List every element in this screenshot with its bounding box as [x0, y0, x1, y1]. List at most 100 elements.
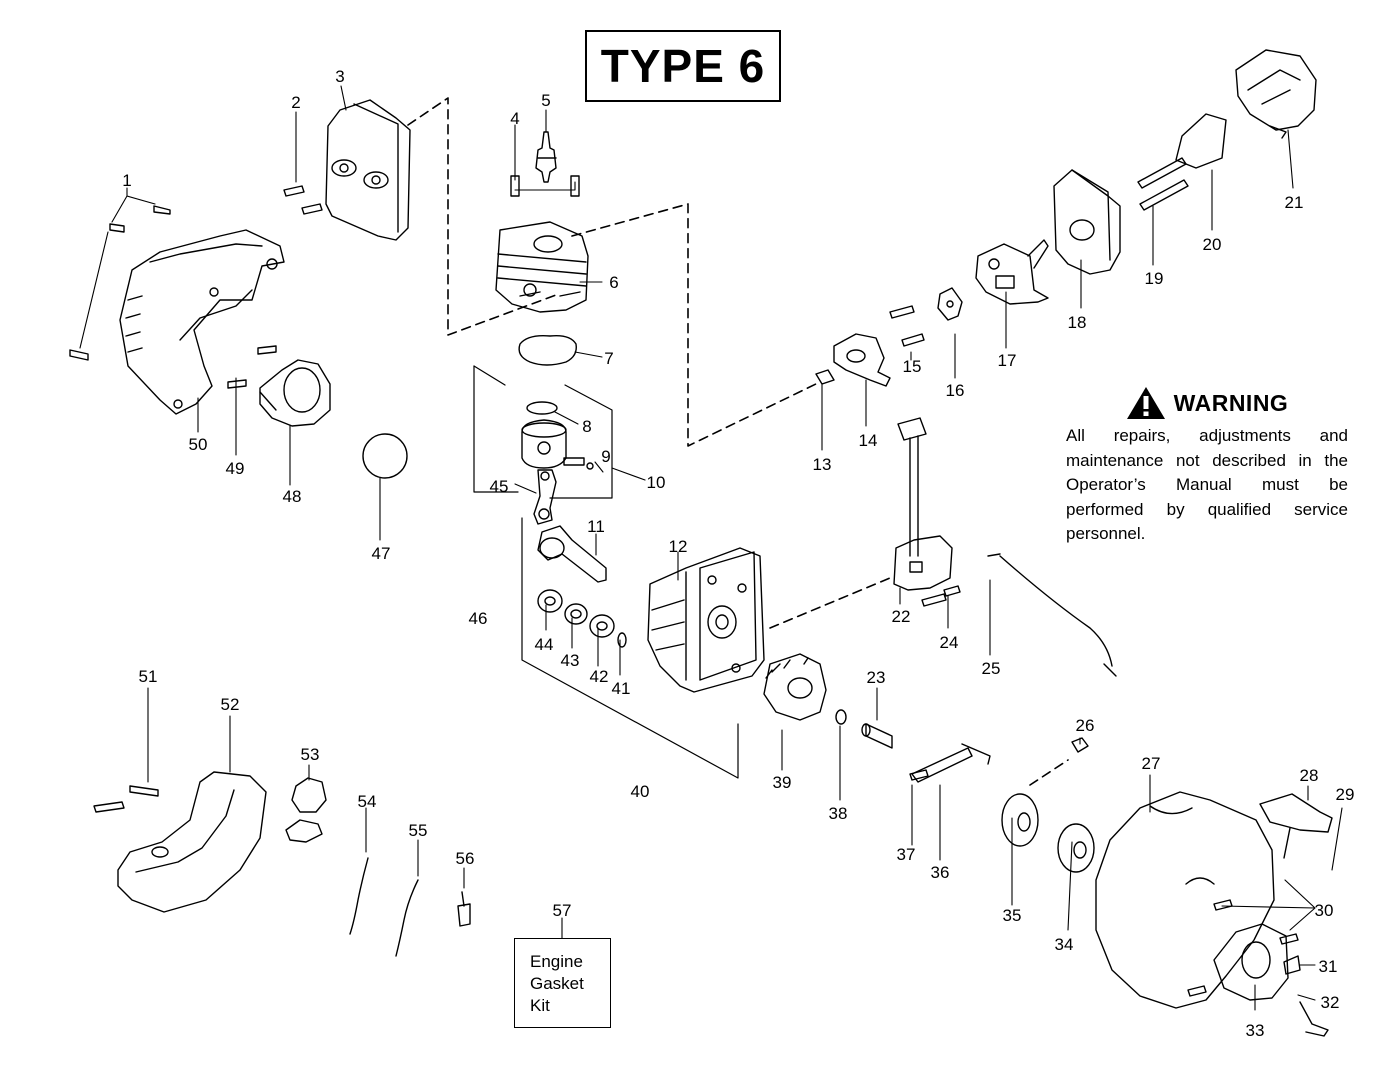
part-number-8: 8	[582, 417, 591, 436]
crankshaft-part-11	[537, 525, 607, 583]
part-number-1: 1	[122, 171, 131, 190]
part-number-5: 5	[541, 91, 550, 110]
part-number-34: 34	[1055, 935, 1074, 954]
leader-lines	[79, 85, 1343, 1011]
ring-part-41	[617, 632, 627, 648]
piston-pin-part-9	[563, 457, 594, 470]
part-number-10: 10	[647, 473, 666, 492]
part-number-53: 53	[301, 745, 320, 764]
part-number-3: 3	[335, 67, 344, 86]
part-number-31: 31	[1319, 957, 1338, 976]
part-number-39: 39	[773, 773, 792, 792]
air-filter-cover-part-21	[1235, 49, 1317, 139]
part-number-41: 41	[612, 679, 631, 698]
connecting-rod-part-45	[533, 469, 557, 525]
part-number-57: 57	[553, 901, 572, 920]
part-number-2: 2	[291, 93, 300, 112]
spacer-part-23	[861, 723, 893, 749]
part-number-23: 23	[867, 668, 886, 687]
fuel-line-part-55	[395, 879, 419, 957]
part-number-54: 54	[358, 792, 377, 811]
part-number-48: 48	[283, 487, 302, 506]
part-number-46: 46	[469, 609, 488, 628]
muffler-part-3	[325, 99, 411, 241]
screw-part-1	[69, 205, 171, 361]
piston-part-10	[521, 419, 567, 469]
warning-text: All repairs, adjustments and maintenance…	[1066, 426, 1348, 543]
part-number-12: 12	[669, 537, 688, 556]
part-number-4: 4	[510, 109, 519, 128]
part-number-21: 21	[1285, 193, 1304, 212]
engine-gasket-kit-box: Engine Gasket Kit	[514, 938, 611, 1028]
part-number-15: 15	[903, 357, 922, 376]
part-number-29: 29	[1336, 785, 1355, 804]
air-filter-part-20	[1175, 113, 1227, 169]
part-number-22: 22	[892, 607, 911, 626]
gasket-part-16	[937, 287, 963, 321]
ground-wire-part-25	[987, 553, 1117, 677]
part-number-13: 13	[813, 455, 832, 474]
warning-heading: WARNING	[1173, 389, 1289, 416]
mount-part-48	[259, 359, 331, 427]
part-number-19: 19	[1145, 269, 1164, 288]
flywheel-part-39	[763, 653, 827, 721]
o-ring-part-13	[815, 369, 835, 385]
part-number-42: 42	[590, 667, 609, 686]
bearing-part-44	[537, 589, 563, 613]
bracket-lines	[473, 365, 739, 779]
screw-part-24	[921, 585, 961, 607]
washer-part-38	[835, 709, 847, 725]
screw-part-30	[1187, 899, 1299, 997]
part-number-30: 30	[1315, 901, 1334, 920]
part-number-47: 47	[372, 544, 391, 563]
kit-line-2: Gasket	[530, 974, 584, 993]
part-number-35: 35	[1003, 906, 1022, 925]
part-number-14: 14	[859, 431, 878, 450]
part-number-49: 49	[226, 459, 245, 478]
pawl-part-31	[1283, 955, 1301, 975]
part-number-17: 17	[998, 351, 1017, 370]
part-number-56: 56	[456, 849, 475, 868]
part-number-32: 32	[1321, 993, 1340, 1012]
spark-plug-part-5	[535, 131, 557, 183]
spring-part-32	[1299, 1001, 1329, 1037]
nut-part-26	[1071, 737, 1089, 753]
gasket-part-7	[518, 334, 577, 366]
part-number-52: 52	[221, 695, 240, 714]
part-number-50: 50	[189, 435, 208, 454]
bracket-part-36	[911, 743, 991, 783]
part-number-27: 27	[1142, 754, 1161, 773]
kit-line-1: Engine	[530, 952, 583, 971]
part-number-18: 18	[1068, 313, 1087, 332]
part-number-55: 55	[409, 821, 428, 840]
screw-part-51	[93, 785, 159, 813]
part-number-51: 51	[139, 667, 158, 686]
starter-handle-part-28	[1259, 793, 1333, 859]
part-number-37: 37	[897, 845, 916, 864]
screw-part-37	[909, 769, 929, 781]
crankcase-part-12	[647, 547, 765, 693]
part-number-38: 38	[829, 804, 848, 823]
carburetor-part-17	[975, 239, 1049, 305]
spring-part-34	[1057, 823, 1095, 873]
type-title: TYPE 6	[600, 40, 766, 92]
seal-part-43	[564, 603, 588, 625]
part-number-6: 6	[609, 273, 618, 292]
warning-triangle-icon	[1126, 387, 1165, 419]
screw-part-4	[510, 175, 580, 197]
kit-line-3: Kit	[530, 996, 550, 1015]
ignition-module-part-22	[893, 417, 953, 591]
piston-ring-part-8	[526, 401, 558, 415]
fuel-cap-part-53	[285, 777, 327, 843]
air-filter-base-part-18	[1053, 169, 1121, 275]
screw-part-2	[283, 185, 323, 215]
fuel-tank-part-52	[117, 771, 267, 913]
warning-notice: WARNING All repairs, adjustments and mai…	[1066, 386, 1348, 547]
type-title-box: TYPE 6	[585, 30, 781, 102]
starter-pulley-part-33	[1213, 923, 1289, 1001]
part-number-7: 7	[604, 349, 613, 368]
part-number-20: 20	[1203, 235, 1222, 254]
cylinder-part-6	[495, 221, 589, 313]
screw-part-19	[1137, 157, 1189, 211]
